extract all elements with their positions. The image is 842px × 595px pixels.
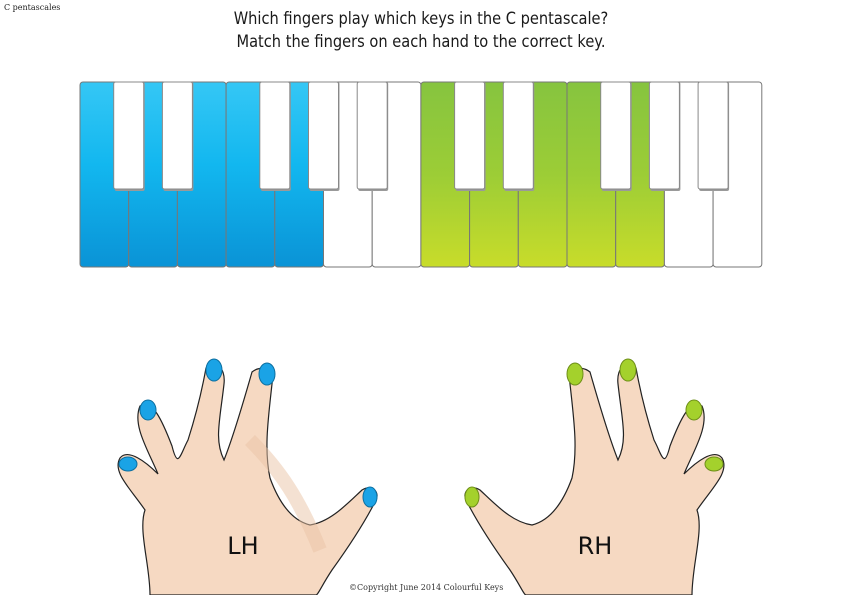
- lh-finger-1-nail[interactable]: [362, 486, 378, 508]
- page-corner-label: C pentascales: [4, 3, 61, 12]
- black-key-8[interactable]: [600, 81, 632, 191]
- right-palm: [464, 363, 725, 595]
- black-key-9[interactable]: [648, 81, 681, 191]
- left-hand-shape: [117, 363, 378, 595]
- lh-finger-3-nail[interactable]: [205, 358, 223, 382]
- rh-finger-4-nail[interactable]: [685, 399, 703, 421]
- right-hand-shape: [464, 358, 725, 595]
- black-key-4[interactable]: [308, 81, 340, 191]
- black-key-1[interactable]: [113, 81, 145, 191]
- rh-finger-5-nail[interactable]: [704, 456, 724, 472]
- lh-finger-2-nail[interactable]: [258, 362, 276, 386]
- lh-finger-5-nail[interactable]: [118, 456, 138, 472]
- black-key-3[interactable]: [259, 81, 291, 191]
- copyright: ©Copyright June 2014 Colourful Keys: [349, 583, 504, 592]
- black-key-2[interactable]: [161, 81, 194, 191]
- rh-finger-1-nail[interactable]: [464, 486, 480, 508]
- rh-finger-3-nail[interactable]: [619, 358, 637, 382]
- instruction-line-2: Match the fingers on each hand to the co…: [236, 32, 606, 52]
- rh-label: RH: [578, 532, 613, 560]
- lh-label: LH: [227, 532, 258, 560]
- black-key-7[interactable]: [502, 81, 535, 191]
- instructions: Which fingers play which keys in the C p…: [59, 8, 783, 54]
- instruction-line-1: Which fingers play which keys in the C p…: [233, 9, 609, 29]
- black-key-10[interactable]: [697, 81, 730, 191]
- black-key-5[interactable]: [356, 81, 389, 191]
- lh-finger-4-nail[interactable]: [139, 399, 157, 421]
- rh-finger-2-nail[interactable]: [566, 362, 584, 386]
- black-key-6[interactable]: [454, 81, 486, 191]
